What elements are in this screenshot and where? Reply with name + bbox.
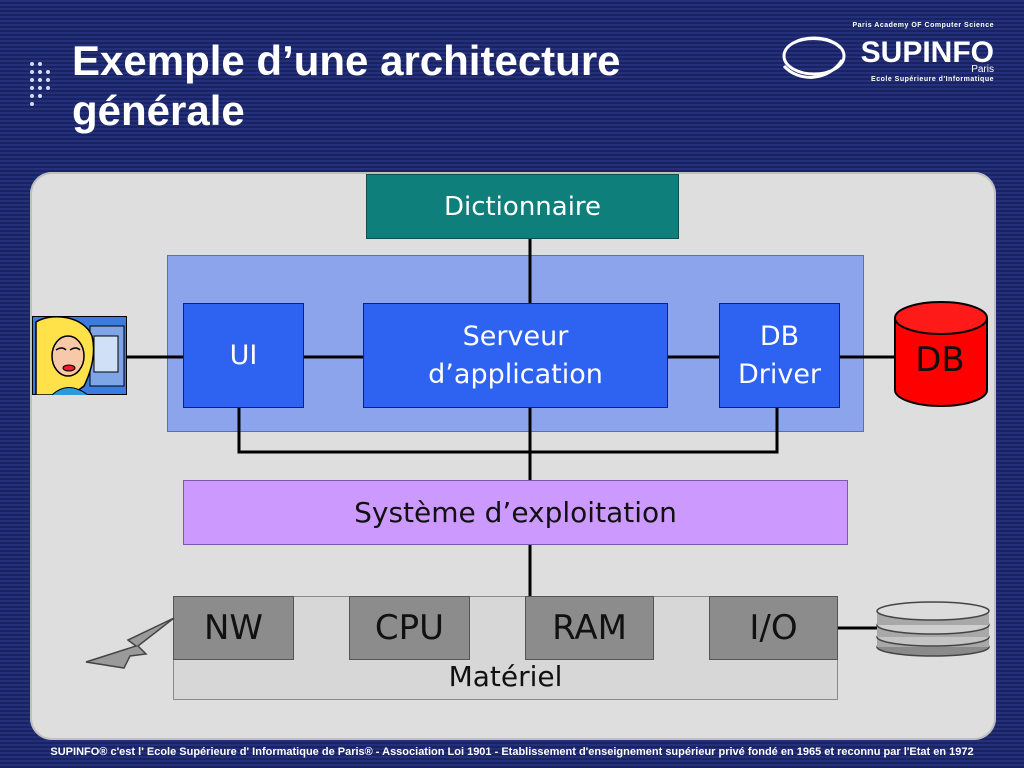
swoosh-icon: [782, 36, 846, 79]
logo-tagline-bottom: Ecole Supérieure d'Informatique: [871, 76, 994, 83]
ui-box: UI: [183, 303, 304, 408]
server-label-line-1: Serveur: [462, 320, 569, 352]
driver-label-line-1: DB: [759, 320, 800, 352]
decorative-dots: [28, 62, 56, 112]
ram-box: RAM: [525, 596, 654, 660]
slide-footer: SUPINFO® c'est l' Ecole Supérieure d' In…: [50, 746, 974, 758]
logo-city: Paris: [971, 64, 994, 75]
line-bus: [237, 408, 779, 454]
logo-brand: SUPINFO: [860, 36, 994, 69]
logo-tagline-top: Paris Academy OF Computer Science: [852, 22, 994, 29]
database-cylinder-icon: [894, 301, 988, 407]
driver-label-line-2: Driver: [737, 358, 822, 390]
network-box: NW: [173, 596, 294, 660]
lightning-bolt-icon: [85, 617, 175, 669]
supinfo-logo: Paris Academy OF Computer Science SUPINF…: [778, 22, 1000, 86]
operating-system-box: Système d’exploitation: [183, 480, 848, 545]
server-label-line-2: d’application: [428, 358, 603, 390]
title-line-1: Exemple d’une architecture: [72, 37, 621, 84]
user-at-computer-icon: [32, 316, 127, 395]
dictionary-box: Dictionnaire: [366, 174, 679, 239]
io-box: I/O: [709, 596, 838, 660]
database-label: DB: [915, 340, 965, 380]
application-server-box: Serveur d’application: [363, 303, 668, 408]
title-line-2: générale: [72, 87, 245, 134]
slide-title: Exemple d’une architecture générale: [72, 36, 752, 136]
disk-stack-icon: [876, 601, 990, 657]
db-driver-box: DB Driver: [719, 303, 840, 408]
cpu-box: CPU: [349, 596, 470, 660]
